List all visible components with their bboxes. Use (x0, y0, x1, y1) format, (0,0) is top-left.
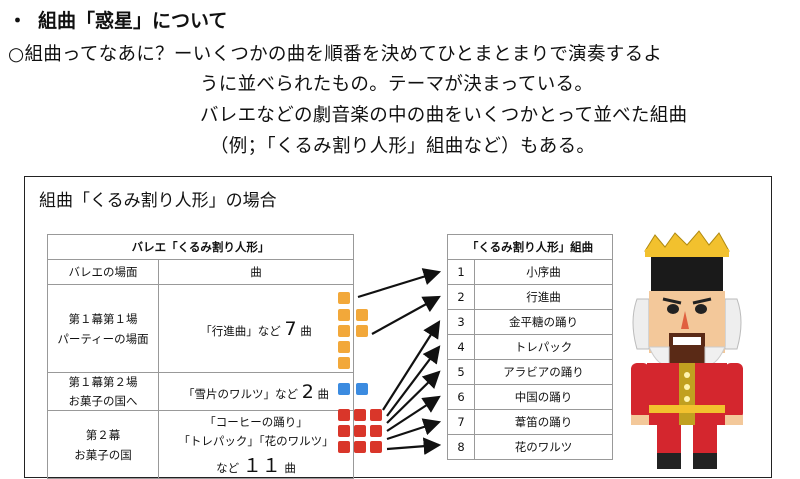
piece-line: 「トレパック」「花のワルツ」 (178, 434, 334, 448)
suite-num: 5 (447, 359, 475, 385)
suite-piece: 行進曲 (474, 284, 613, 310)
intro-line-2: うに並べられたもの。テーマが決まっている。 (200, 74, 594, 95)
piece-cell: 「コーヒーの踊り」 「トレパック」「花のワルツ」 など １１ 曲 (158, 410, 354, 479)
table-row: 第１幕第２場 お菓子の国へ 「雪片のワルツ」など 2 曲 (47, 372, 354, 411)
section-heading: ・組曲「惑星」について (8, 6, 227, 33)
piece-marker-act1-scene1 (338, 357, 350, 369)
suite-num: 1 (447, 259, 475, 285)
intro-line-1: ○組曲ってなあに？ーいくつかの曲を順番を決めてひとまとまりで演奏するよ (8, 44, 663, 65)
piece-cell: 「雪片のワルツ」など 2 曲 (158, 372, 354, 411)
suite-piece: 中国の踊り (474, 384, 613, 410)
piece-marker-act1-scene1 (338, 292, 350, 304)
section-title: 組曲「惑星」について (38, 10, 228, 32)
piece-marker-act2 (370, 409, 382, 421)
intro-line-3: バレエなどの劇音楽の中の曲をいくつかとって並べた組曲 (200, 105, 688, 126)
scene-line: パーティーの場面 (57, 331, 149, 346)
table-row: 1 小序曲 (447, 259, 613, 285)
suite-num: 6 (447, 384, 475, 410)
piece-unit: 曲 (317, 386, 329, 401)
suite-table: 「くるみ割り人形」組曲 1 小序曲 2 行進曲 3 金平糖の踊り 4 トレパック… (447, 234, 613, 460)
piece-marker-act2 (370, 425, 382, 437)
arrow (386, 437, 442, 455)
scene-line: お菓子の国 (74, 447, 132, 462)
panel-title: 組曲「くるみ割り人形」の場合 (39, 191, 277, 211)
piece-text: など (216, 461, 240, 475)
suite-num: 8 (447, 434, 475, 460)
scene-cell: 第２幕 お菓子の国 (47, 410, 159, 479)
hat-icon (651, 251, 723, 295)
nutcracker-panel: 組曲「くるみ割り人形」の場合 バレエ「くるみ割り人形」 バレエの場面 曲 第１幕… (24, 176, 772, 479)
suite-num: 2 (447, 284, 475, 310)
piece-marker-act2 (338, 441, 350, 453)
piece-unit: 曲 (300, 323, 312, 338)
suite-num: 4 (447, 334, 475, 360)
arrow (386, 395, 441, 432)
ballet-col-piece: 曲 (158, 259, 354, 285)
piece-marker-act2 (354, 425, 366, 437)
table-row: 2 行進曲 (447, 284, 613, 310)
suite-piece: アラビアの踊り (474, 359, 613, 385)
piece-marker-act1-scene1 (338, 325, 350, 337)
scene-cell: 第１幕第２場 お菓子の国へ (47, 372, 159, 411)
table-row: 7 葦笛の踊り (447, 409, 613, 435)
scene-cell: 第１幕第１場 パーティーの場面 (47, 284, 159, 373)
piece-cell: 「行進曲」など 7 曲 (158, 284, 354, 373)
table-row: 5 アラビアの踊り (447, 359, 613, 385)
suite-piece: 葦笛の踊り (474, 409, 613, 435)
piece-marker-act2 (338, 409, 350, 421)
table-row: 3 金平糖の踊り (447, 309, 613, 335)
piece-marker-act1-scene1 (338, 341, 350, 353)
piece-text: 「行進曲」など (200, 323, 281, 338)
piece-marker-act1-scene1 (356, 325, 368, 337)
piece-marker-act1-scene1 (338, 309, 350, 321)
piece-count: １１ (242, 455, 281, 477)
suite-num: 7 (447, 409, 475, 435)
suite-piece: 花のワルツ (474, 434, 613, 460)
scene-line: 第２幕 (85, 427, 121, 442)
scene-line: 第１幕第１場 (68, 311, 138, 326)
arrow (371, 295, 441, 335)
table-row: 4 トレパック (447, 334, 613, 360)
bullet: ・ (8, 10, 28, 32)
piece-marker-act2 (354, 441, 366, 453)
ballet-table: バレエ「くるみ割り人形」 バレエの場面 曲 第１幕第１場 パーティーの場面 「行… (47, 234, 354, 479)
suite-piece: トレパック (474, 334, 613, 360)
arrow (386, 345, 441, 417)
piece-count: 7 (284, 317, 297, 340)
intro-line-4: （例；「くるみ割り人形」組曲など）もある。 (210, 136, 596, 157)
table-row: 第２幕 お菓子の国 「コーヒーの踊り」 「トレパック」「花のワルツ」 など １１… (47, 410, 354, 479)
arrow (357, 268, 442, 299)
piece-marker-act1-scene1 (356, 309, 368, 321)
arrow (386, 418, 442, 441)
piece-marker-act2 (338, 425, 350, 437)
piece-text: 「雪片のワルツ」など (183, 386, 299, 401)
piece-marker-act2 (370, 441, 382, 453)
table-row: 6 中国の踊り (447, 384, 613, 410)
arrow (386, 370, 441, 424)
piece-marker-act2 (354, 409, 366, 421)
piece-marker-act1-scene2 (356, 383, 368, 395)
suite-num: 3 (447, 309, 475, 335)
scene-line: 第１幕第２場 (68, 375, 138, 389)
piece-line: 「コーヒーの踊り」 (204, 415, 308, 429)
nutcracker-illustration (631, 230, 743, 469)
ballet-col-scene: バレエの場面 (47, 259, 159, 285)
table-row: 8 花のワルツ (447, 434, 613, 460)
piece-marker-act1-scene2 (338, 383, 350, 395)
suite-piece: 小序曲 (474, 259, 613, 285)
suite-piece: 金平糖の踊り (474, 309, 613, 335)
scene-line: お菓子の国へ (68, 394, 138, 408)
arrow (382, 320, 441, 411)
piece-unit: 曲 (284, 461, 296, 475)
piece-count: 2 (301, 380, 314, 403)
suite-table-title: 「くるみ割り人形」組曲 (447, 234, 613, 260)
table-row: 第１幕第１場 パーティーの場面 「行進曲」など 7 曲 (47, 284, 354, 373)
ballet-table-title: バレエ「くるみ割り人形」 (47, 234, 354, 260)
